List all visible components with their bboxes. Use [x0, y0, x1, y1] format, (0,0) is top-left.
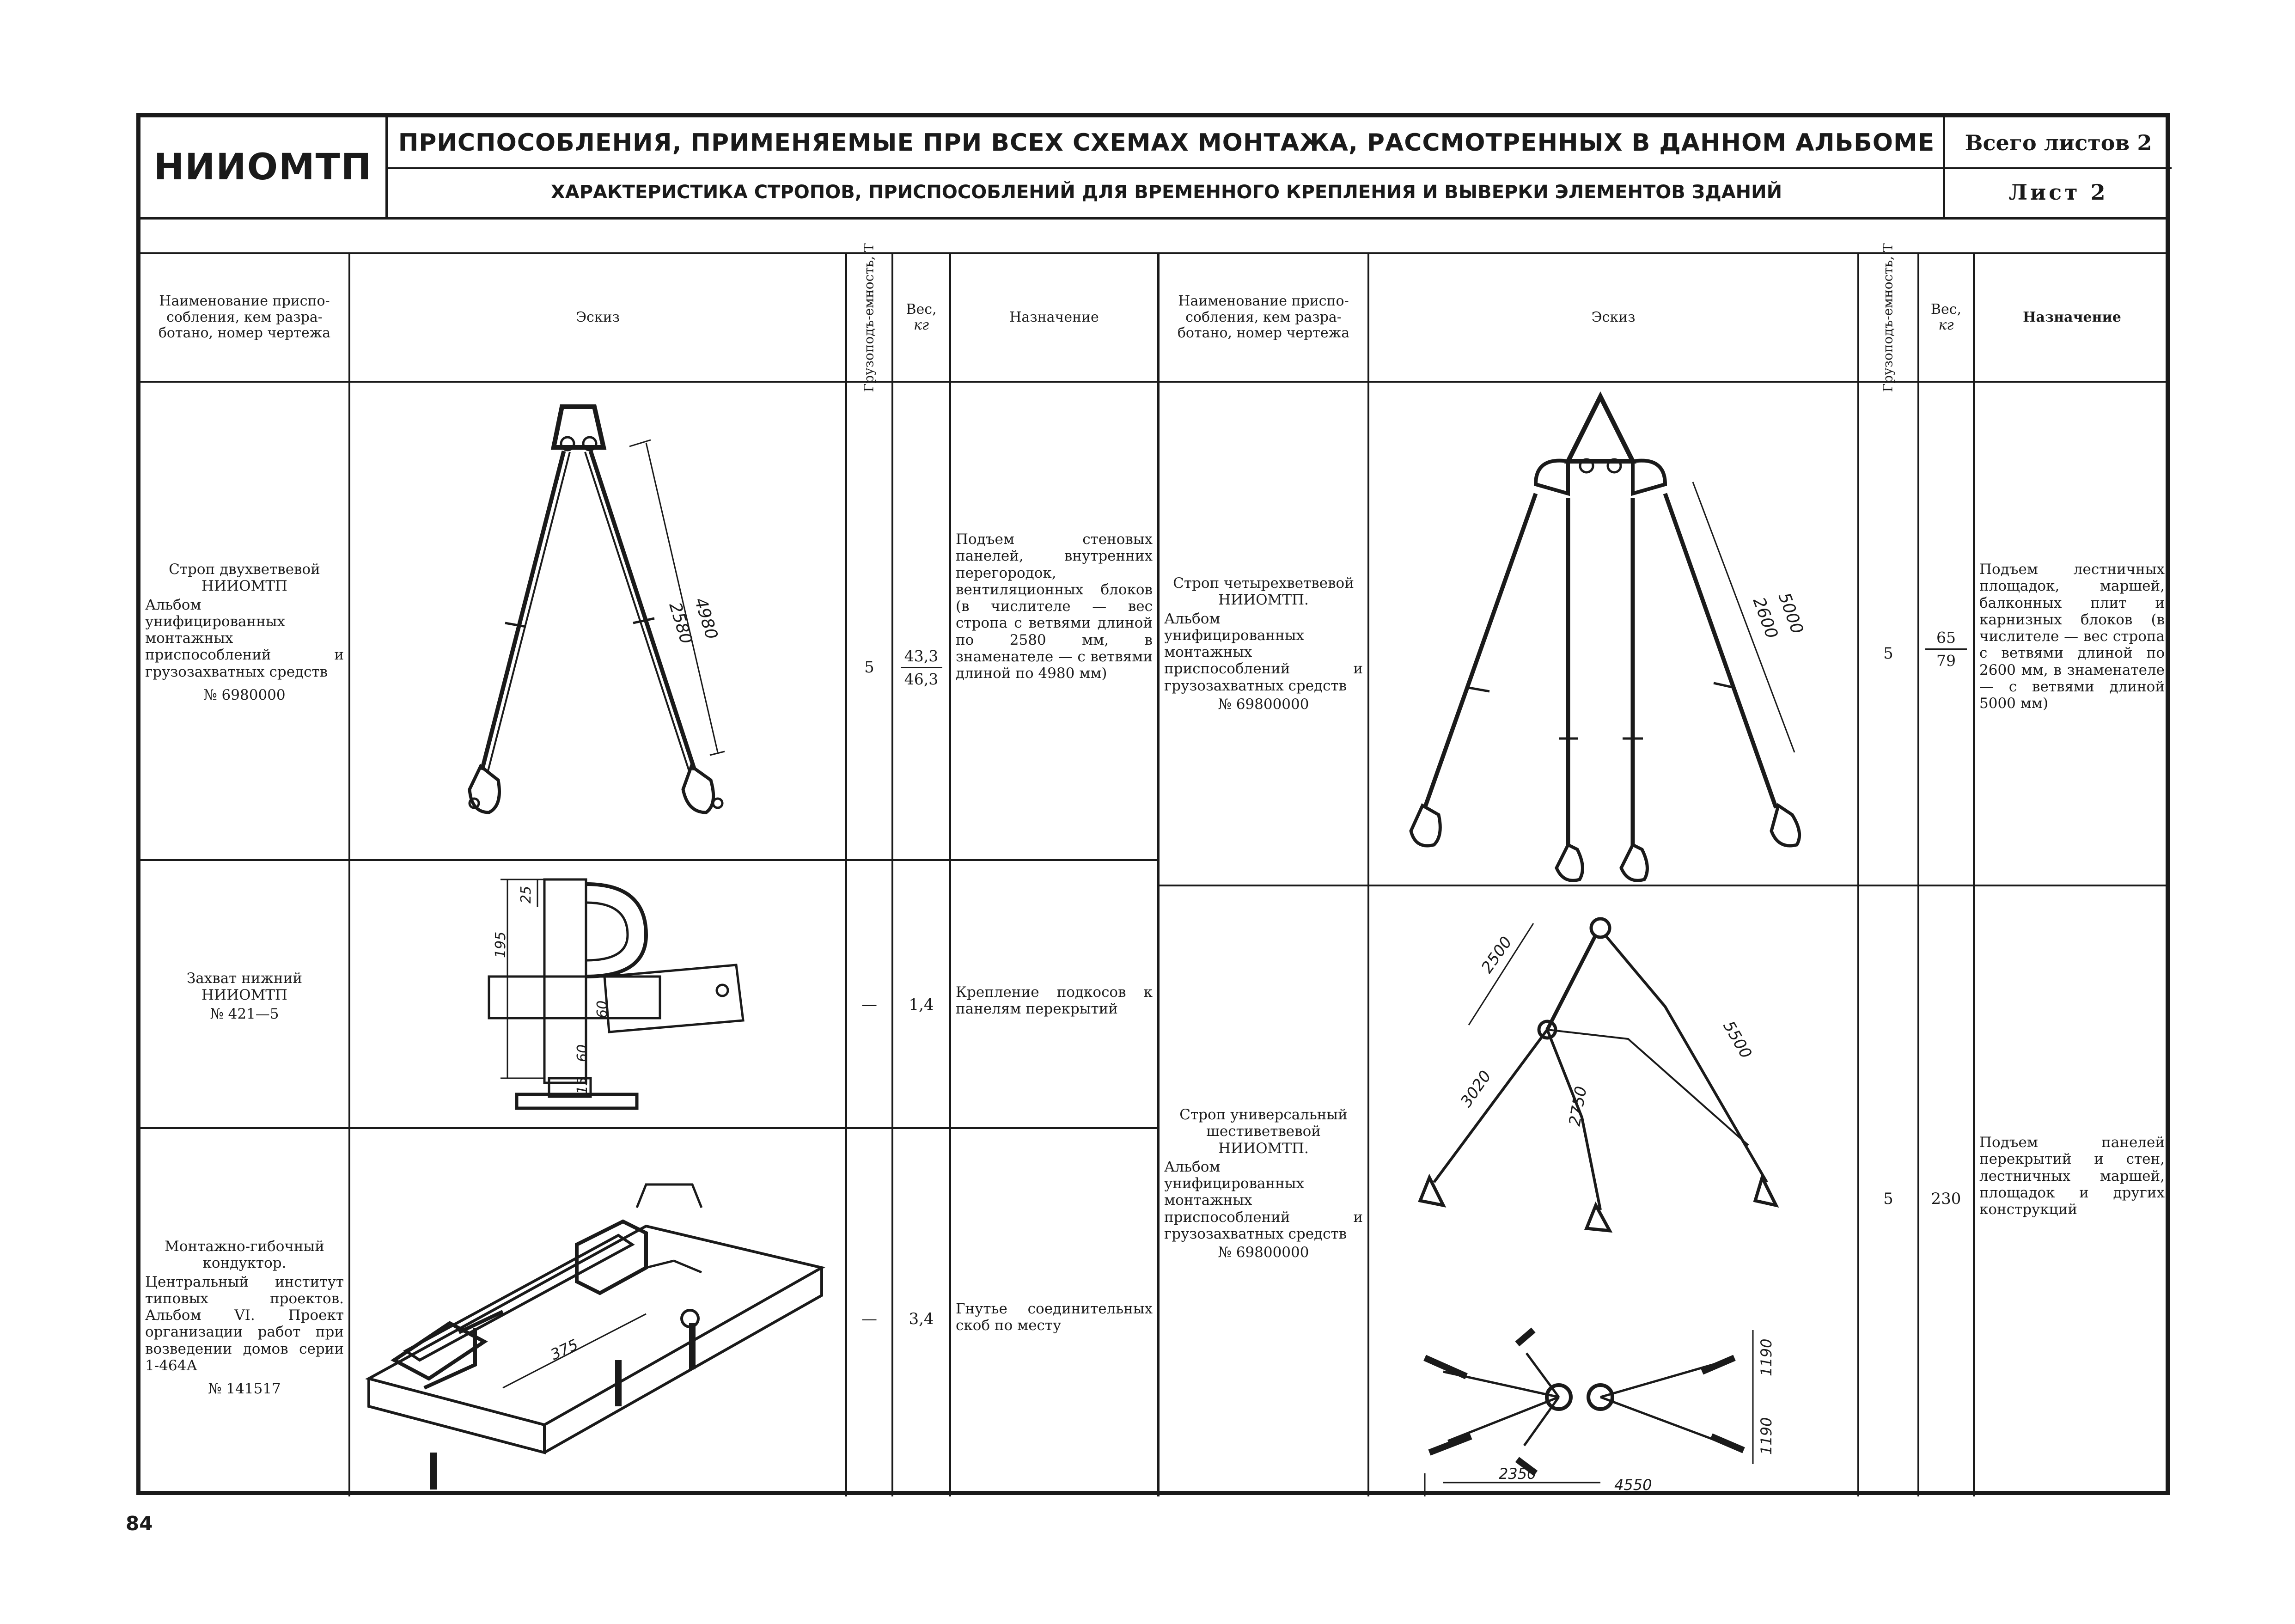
svg-text:195: 195	[493, 932, 509, 958]
column-header-name: Наименование приспо-собления, кем разра-…	[158, 293, 331, 342]
row-grip-weight: 1,4	[909, 995, 934, 1014]
sheet-title: ПРИСПОСОБЛЕНИЯ, ПРИМЕНЯЕМЫЕ ПРИ ВСЕХ СХЕ…	[398, 129, 1935, 157]
row-sling6-capacity: 5	[1883, 1190, 1893, 1208]
svg-text:25: 25	[518, 886, 534, 904]
svg-text:2500: 2500	[1478, 933, 1516, 977]
column-header-capacity-right: Грузоподъ-емность, Т	[1880, 243, 1896, 392]
row-jig-capacity: —	[861, 1310, 877, 1328]
sketch-four-branch-sling: 2600 5000	[1409, 391, 1807, 882]
column-header-sketch: Эскиз	[576, 309, 620, 325]
svg-text:2750: 2750	[1565, 1085, 1590, 1127]
sheet-number: Лист 2	[2008, 180, 2108, 205]
row-sling4-name: Строп четырехветвевой НИИОМТП. Альбом ун…	[1164, 575, 1363, 713]
total-sheets: Всего листов 2	[1965, 130, 2152, 155]
row-sling4-capacity: 5	[1883, 644, 1893, 663]
row-sling2-name: Строп двухветвевой НИИОМТП Альбом унифиц…	[145, 561, 344, 703]
row-grip-name: Захват нижний НИИОМТП № 421—5	[186, 970, 303, 1022]
svg-text:5500: 5500	[1719, 1018, 1755, 1062]
column-header-purpose: Назначение	[1009, 309, 1099, 325]
row-sling6-name: Строп универсальный шестиветвевой НИИОМТ…	[1164, 1106, 1363, 1261]
row-grip-capacity: —	[861, 995, 877, 1014]
sketch-two-branch-sling: 2580 4980	[468, 404, 725, 814]
row-jig-name: Монтажно-гибочный кондуктор. Центральный…	[145, 1238, 344, 1398]
row-jig-purpose: Гнутье соединительных скоб по месту	[956, 1300, 1153, 1334]
svg-text:4550: 4550	[1614, 1476, 1652, 1494]
svg-text:1190: 1190	[1758, 1339, 1775, 1376]
row-sling6-weight: 230	[1931, 1190, 1961, 1208]
column-header-weight: Вес,кг	[906, 301, 937, 333]
column-header-capacity: Грузоподъ-емность, Т	[861, 243, 877, 392]
svg-text:60: 60	[594, 1001, 610, 1018]
sheet-subtitle: ХАРАКТЕРИСТИКА СТРОПОВ, ПРИСПОСОБЛЕНИЙ Д…	[550, 182, 1782, 203]
sheet-frame: НИИОМТП ПРИСПОСОБЛЕНИЯ, ПРИМЕНЯЕМЫЕ ПРИ …	[136, 113, 2172, 1496]
column-header-sketch-right: Эскиз	[1591, 309, 1636, 325]
svg-text:1190: 1190	[1758, 1417, 1775, 1455]
sketch-six-branch-sling: 2500 5500 3020 2750 1190 1190 2350 4550	[1418, 917, 1779, 1496]
svg-text:375: 375	[548, 1336, 580, 1363]
column-header-name-right: Наименование приспо-собления, кем разра-…	[1177, 293, 1350, 342]
sketch-bottom-grip: 25 195 60 60 15	[488, 878, 745, 1110]
svg-text:60: 60	[574, 1044, 591, 1062]
svg-text:2580: 2580	[665, 600, 696, 647]
svg-text:2350: 2350	[1499, 1465, 1536, 1483]
row-sling6-purpose: Подъем панелей перекрытий и стен, лестни…	[1979, 1134, 2165, 1218]
row-jig-weight: 3,4	[909, 1310, 934, 1328]
svg-text:3020: 3020	[1457, 1067, 1495, 1111]
column-header-weight-right: Вес,кг	[1930, 301, 1962, 333]
row-sling4-purpose: Подъем лестничных площадок, маршей, балк…	[1979, 561, 2165, 712]
row-sling2-capacity: 5	[864, 658, 874, 677]
column-header-purpose-right: Назначение	[2023, 309, 2121, 325]
svg-text:15: 15	[574, 1077, 591, 1094]
organization-name: НИИОМТП	[153, 146, 372, 188]
sketch-bending-jig: 375	[365, 1183, 826, 1490]
row-sling2-purpose: Подъем стеновых панелей, внутренних пере…	[956, 531, 1153, 682]
svg-text:4980: 4980	[690, 596, 721, 642]
page-number: 84	[126, 1512, 153, 1535]
row-grip-purpose: Крепление подкосов к панелям перекрытий	[956, 984, 1153, 1018]
